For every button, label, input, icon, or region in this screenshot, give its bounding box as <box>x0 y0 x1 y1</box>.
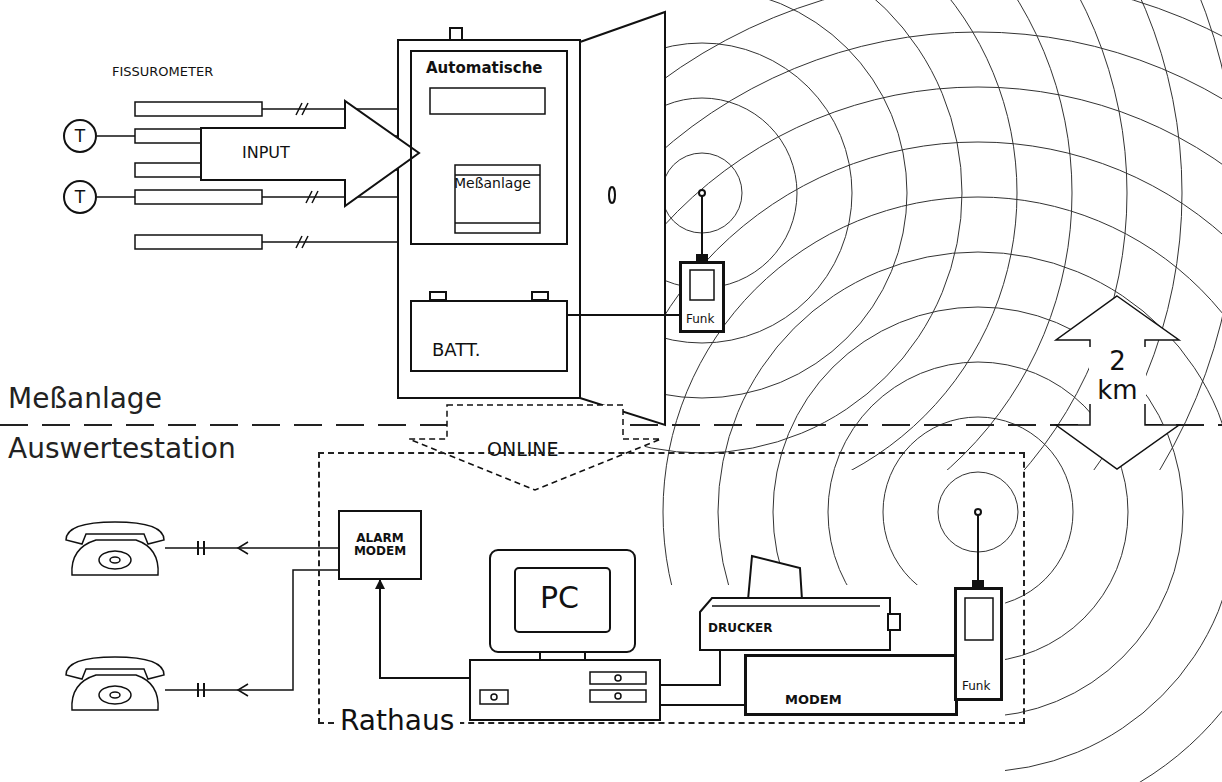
section-label: Auswertestation <box>8 432 236 465</box>
temperature-sensor: T <box>63 180 97 214</box>
node-text: BATT. <box>432 340 481 360</box>
telephones <box>66 522 338 710</box>
node-text: T <box>75 127 85 146</box>
node-text: 2 km <box>1089 347 1146 404</box>
node-text: ALARM MODEM <box>344 532 416 558</box>
radio-wave <box>645 0 907 398</box>
radio-wave <box>645 0 1127 470</box>
node-text: Meßanlage <box>454 176 531 191</box>
town-hall-region: RathausALARM MODEMPCDRUCKERMODEMFunk <box>318 452 1025 724</box>
connector <box>568 314 680 316</box>
measuring-unit: AutomatischeMeßanlage <box>410 50 568 245</box>
computer <box>470 550 660 720</box>
radio-waves <box>645 0 1222 470</box>
node-text: Rathaus <box>334 706 460 737</box>
node-text: PC <box>540 581 579 614</box>
radio-wave <box>718 252 1222 772</box>
node-text: Funk <box>686 313 714 326</box>
radio-unit: Funk <box>955 588 1002 700</box>
radio-wave <box>663 197 1222 782</box>
input-arrow-outline <box>200 100 420 207</box>
radio-wave <box>645 0 1017 470</box>
sensor-label: FISSUROMETER <box>112 64 213 79</box>
radio-wave <box>645 0 1072 470</box>
printer: DRUCKER <box>700 598 890 650</box>
node-text: ONLINE <box>487 439 559 460</box>
connector <box>660 650 720 685</box>
printer <box>700 556 900 650</box>
radio-wave <box>883 417 1073 607</box>
node-text: DRUCKER <box>708 622 773 635</box>
node-text: INPUT <box>242 144 290 162</box>
radio-top <box>680 190 724 332</box>
connector <box>380 580 470 678</box>
modem-radio <box>745 509 1002 715</box>
online-arrow: ONLINE <box>405 403 665 493</box>
pc: PC <box>470 550 660 720</box>
node-text: Funk <box>962 680 990 693</box>
modem: MODEM <box>745 655 957 715</box>
radio-wave <box>645 98 797 288</box>
section-label: Meßanlage <box>8 382 162 415</box>
node-text: MODEM <box>785 693 842 707</box>
cabinet <box>398 12 665 425</box>
connector <box>660 704 745 706</box>
radio-unit: Funk <box>680 262 724 332</box>
battery-box: BATT. <box>410 300 568 372</box>
temperature-sensor: T <box>63 119 97 153</box>
input-arrow: INPUT <box>200 100 420 207</box>
node-text: T <box>75 188 85 207</box>
alarm-modem: ALARM MODEM <box>338 510 422 580</box>
radio-wave <box>645 0 1222 470</box>
radio-wave <box>645 0 962 453</box>
distance-arrow: 2 km <box>1055 295 1180 470</box>
node-text: Automatische <box>426 60 543 77</box>
radio-wave <box>608 142 1222 782</box>
radio-wave <box>645 0 1182 470</box>
